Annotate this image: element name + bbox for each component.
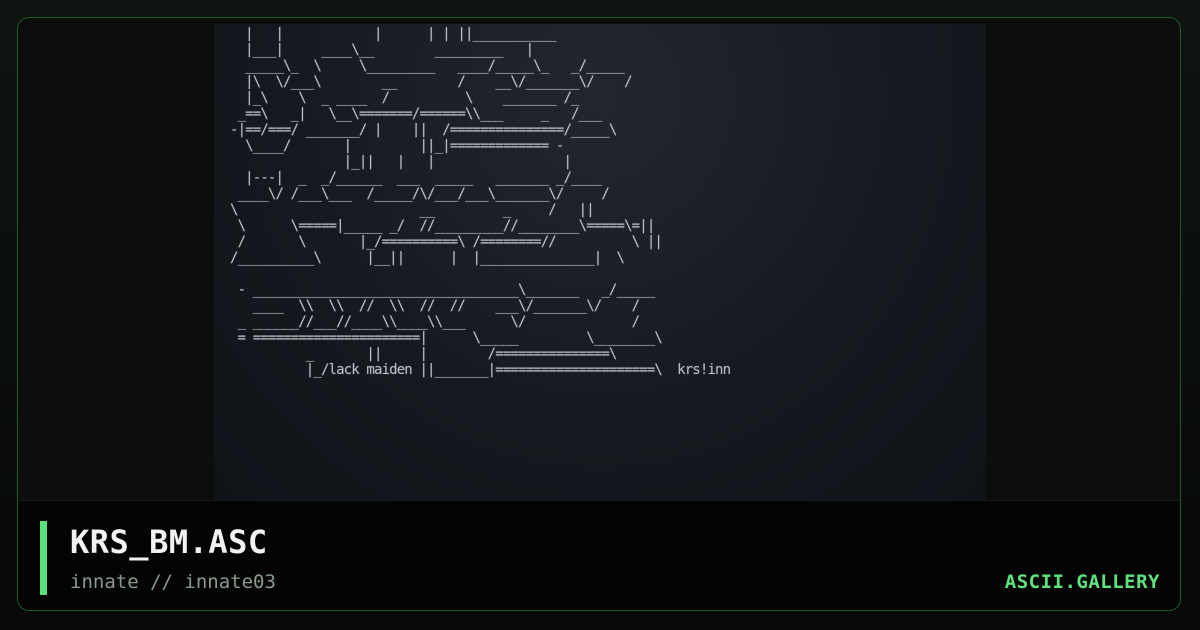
site-brand-link[interactable]: ASCII.GALLERY: [1004, 571, 1160, 593]
artwork-title: KRS_BM.ASC: [70, 523, 268, 561]
info-footer: KRS_BM.ASC innate // innate03 ASCII.GALL…: [18, 500, 1180, 610]
gallery-card: | | | | | ||___________ |___| ____\__ __…: [17, 17, 1181, 611]
artist-credit: innate // innate03: [70, 571, 276, 593]
ascii-artwork-panel: | | | | | ||___________ |___| ____\__ __…: [214, 24, 986, 500]
accent-bar: [40, 521, 47, 595]
ascii-artwork: | | | | | ||___________ |___| ____\__ __…: [230, 26, 731, 378]
